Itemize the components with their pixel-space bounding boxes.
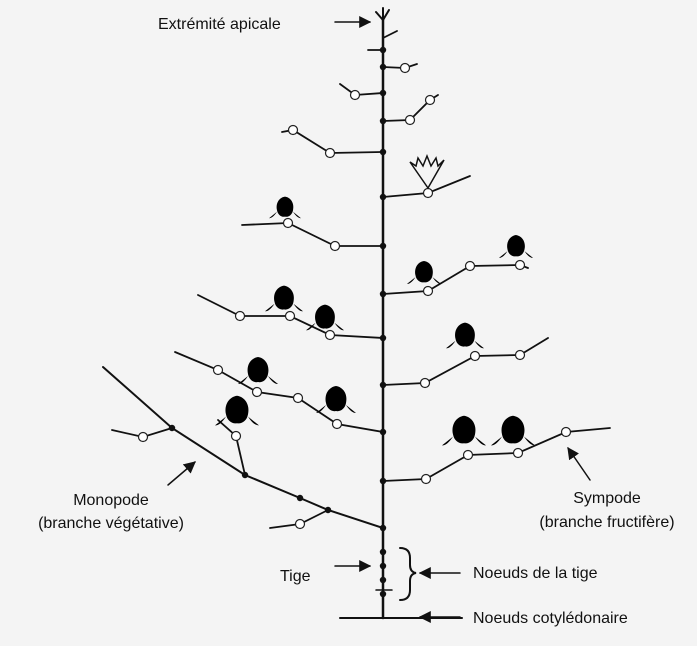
flower-bud-circle-icon xyxy=(424,189,433,198)
flower-bud-circle-icon xyxy=(286,312,295,321)
flower-bud-circle-icon xyxy=(562,428,571,437)
stem-node-dot-icon xyxy=(380,525,386,531)
flower-bud-circle-icon xyxy=(466,262,475,271)
branch-right-6-flower xyxy=(383,156,470,198)
label-monopode: Monopode xyxy=(73,492,149,509)
flower-bud-circle-icon xyxy=(426,96,435,105)
stem-node-dot-icon xyxy=(380,382,386,388)
branch-left-9 xyxy=(198,286,383,340)
flower-bud-circle-icon xyxy=(351,91,360,100)
stem-node-dot-icon xyxy=(169,425,175,431)
stem-node-dot-icon xyxy=(380,194,386,200)
flower-bud-circle-icon xyxy=(464,451,473,460)
label-apex: Extrémité apicale xyxy=(158,16,281,33)
label-noeuds-cotyledonaires: Noeuds cotylédonaire xyxy=(473,610,628,627)
cotton-boll-icon xyxy=(446,323,484,349)
branch-left-3 xyxy=(340,84,383,100)
stem-node-dot-icon xyxy=(380,335,386,341)
flower-bud-circle-icon xyxy=(214,366,223,375)
flower-bud-circle-icon xyxy=(516,351,525,360)
open-flower-icon xyxy=(410,156,444,188)
stem-node-dot-icon xyxy=(380,563,386,569)
branch-top-right-2 xyxy=(383,64,417,73)
arrow-icon xyxy=(568,448,590,480)
cotton-boll-icon xyxy=(316,386,356,413)
branch-right-12-sympode xyxy=(383,416,610,484)
flower-bud-circle-icon xyxy=(326,149,335,158)
stem-node-dot-icon xyxy=(297,495,303,501)
stem-node-dot-icon xyxy=(380,47,386,53)
flower-bud-circle-icon xyxy=(294,394,303,403)
flower-bud-circle-icon xyxy=(296,520,305,529)
cotton-boll-icon xyxy=(499,235,533,258)
stem-node-dot-icon xyxy=(380,591,386,597)
flower-bud-circle-icon xyxy=(284,219,293,228)
stem-node-dot-icon xyxy=(380,243,386,249)
branch-left-7 xyxy=(242,197,383,251)
flower-bud-circle-icon xyxy=(236,312,245,321)
flower-bud-circle-icon xyxy=(406,116,415,125)
label-sympode: Sympode xyxy=(573,490,641,507)
flower-bud-circle-icon xyxy=(401,64,410,73)
branch-right-8 xyxy=(383,235,533,296)
apical-tip-icon xyxy=(376,8,389,30)
flower-bud-circle-icon xyxy=(232,432,241,441)
label-monopode-sub: (branche végétative) xyxy=(38,515,184,532)
flower-bud-circle-icon xyxy=(421,379,430,388)
flower-bud-circle-icon xyxy=(514,449,523,458)
flower-bud-circle-icon xyxy=(139,433,148,442)
label-tige: Tige xyxy=(280,568,311,585)
stem-node-dot-icon xyxy=(380,429,386,435)
flower-bud-circle-icon xyxy=(422,475,431,484)
stem-node-dot-icon xyxy=(380,118,386,124)
cotton-boll-icon xyxy=(269,197,301,219)
stem-node-dot-icon xyxy=(380,64,386,70)
stem-node-dot-icon xyxy=(380,291,386,297)
cotton-boll-icon xyxy=(407,261,441,284)
cotton-boll-icon xyxy=(215,396,259,426)
flower-bud-circle-icon xyxy=(253,388,262,397)
flower-bud-circle-icon xyxy=(471,352,480,361)
flower-bud-circle-icon xyxy=(331,242,340,251)
cotton-boll-icon xyxy=(491,416,535,446)
flower-bud-circle-icon xyxy=(326,331,335,340)
cotton-boll-icon xyxy=(306,305,344,331)
stem-nodes-brace xyxy=(400,548,416,600)
cotton-boll-icon xyxy=(238,357,278,384)
branch-right-4 xyxy=(383,95,438,125)
cotton-boll-icon xyxy=(442,416,486,446)
stem-node-dot-icon xyxy=(325,507,331,513)
cotton-boll-icon xyxy=(265,286,303,312)
branch-left-5 xyxy=(282,126,383,158)
flower-bud-circle-icon xyxy=(516,261,525,270)
branch-left-11 xyxy=(175,352,383,432)
flower-bud-circle-icon xyxy=(333,420,342,429)
stem-node-dot-icon xyxy=(380,577,386,583)
flower-bud-circle-icon xyxy=(289,126,298,135)
stem-node-dot-icon xyxy=(380,149,386,155)
stem-node-dot-icon xyxy=(380,478,386,484)
arrow-icon xyxy=(168,462,195,485)
stem-node-dot-icon xyxy=(380,549,386,555)
stem-node-dot-icon xyxy=(380,90,386,96)
stem-node-dot-icon xyxy=(242,472,248,478)
branch-right-10 xyxy=(383,323,548,388)
label-sympode-sub: (branche fructifère) xyxy=(539,514,674,531)
flower-bud-circle-icon xyxy=(424,287,433,296)
label-noeuds-tige: Noeuds de la tige xyxy=(473,565,598,582)
